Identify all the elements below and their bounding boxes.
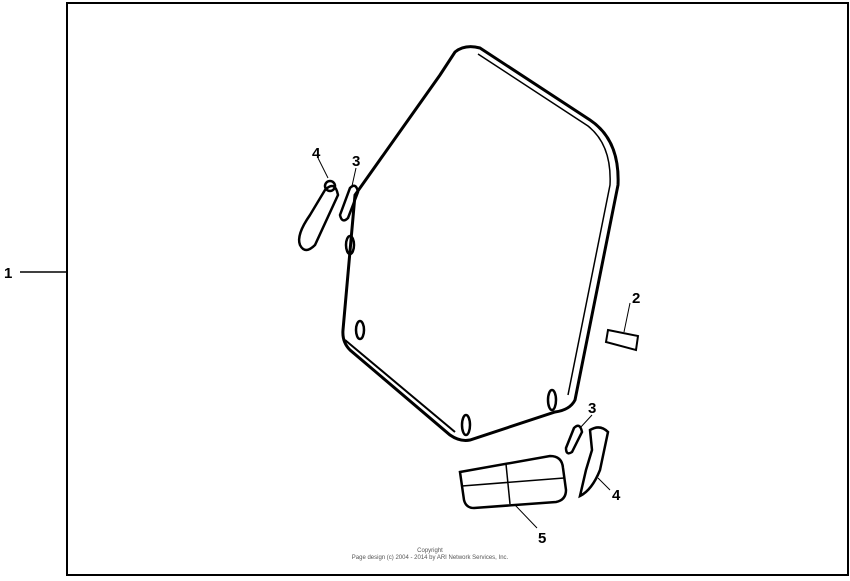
callout-4-lower: 4: [612, 487, 621, 504]
copyright-text: Page design (c) 2004 - 2014 by ARI Netwo…: [351, 555, 509, 561]
callout-2: 2: [632, 290, 640, 307]
copyright-title: Copyright: [417, 548, 443, 554]
assembly-frame: [66, 2, 849, 576]
plate-part-5: [458, 454, 568, 510]
bracket-lower: [578, 426, 610, 499]
clip-part-2: [604, 328, 640, 352]
callout-4-upper: 4: [312, 145, 321, 162]
windshield: [341, 45, 620, 442]
callout-5: 5: [538, 530, 546, 547]
grommet-upper: [338, 184, 360, 222]
bracket-upper: [297, 179, 340, 252]
callout-3-lower: 3: [588, 400, 596, 417]
callout-1: 1: [4, 265, 12, 282]
grommet-lower: [564, 424, 584, 455]
callout-3-upper: 3: [352, 153, 360, 170]
